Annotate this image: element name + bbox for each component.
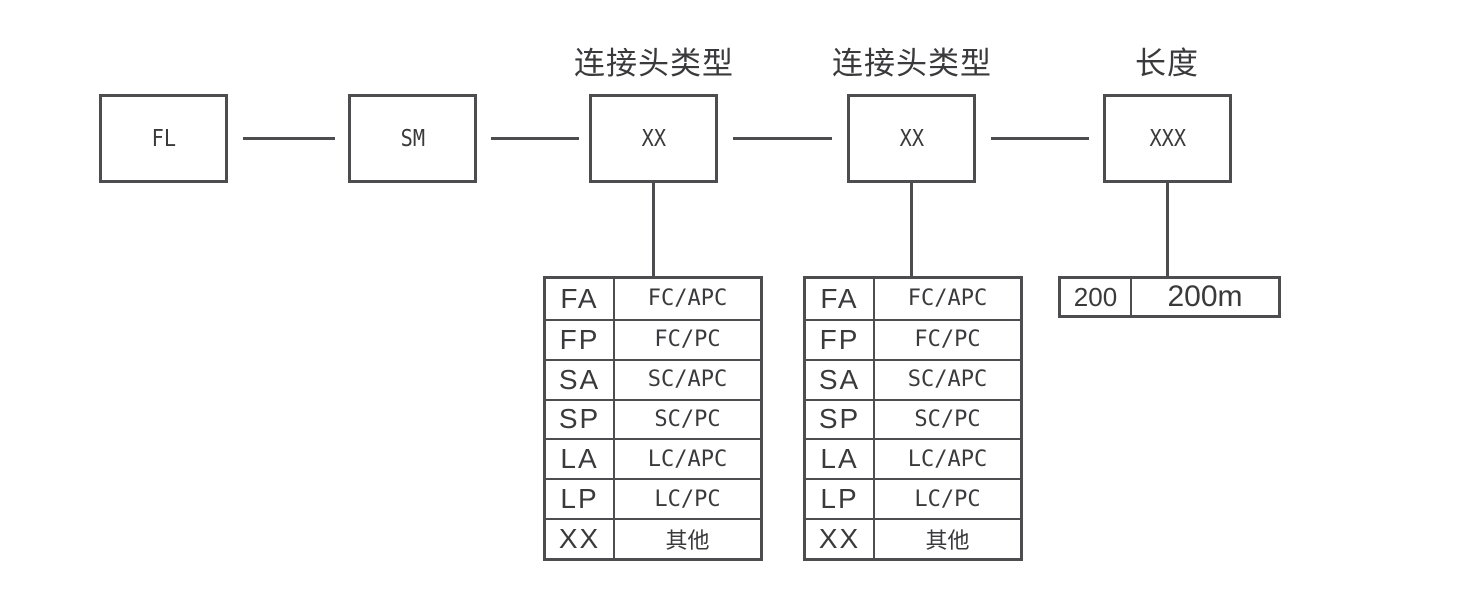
value-cell: LC/APC [907,446,988,472]
field-label-length: 长度 [1135,46,1199,81]
code-cell: SA [546,360,615,399]
table-row: SP SC/PC [806,398,1020,439]
code-cell: SP [806,400,875,439]
code-box-connector-2-label: XX [899,125,924,152]
table-row: SA SC/APC [546,358,760,399]
connector-type-table-1: FA FC/APC FP FC/PC SA SC/APC SP SC/PC LA LC/APC LP… [543,276,763,561]
value-cell: 其他 [665,529,710,555]
table-row: XX 其他 [546,518,760,558]
code-cell: LP [546,480,615,519]
code-box-connector-2: XX [847,94,976,183]
value-cell: 其他 [925,529,970,555]
code-box-fiber-mode: SM [348,94,477,183]
code-box-series: FL [99,94,228,183]
table-row: SP SC/PC [546,398,760,439]
connector-line-v-3 [1166,183,1169,277]
code-cell: FP [806,320,875,359]
table-row: LP LC/PC [806,478,1020,519]
value-cell: SC/APC [647,367,728,393]
connector-line-h-2 [491,137,579,140]
value-cell: SC/PC [914,406,981,432]
length-value-cell: 200m [1167,280,1243,313]
length-table: 200 200m [1058,276,1281,318]
code-box-connector-1: XX [589,94,718,183]
value-cell: FC/APC [907,286,988,312]
table-row: SA SC/APC [806,358,1020,399]
field-label-connector-type-2: 连接头类型 [832,46,992,81]
table-row: LA LC/APC [806,438,1020,479]
code-box-connector-1-label: XX [641,125,666,152]
value-cell: LC/PC [914,486,981,512]
connector-line-v-1 [652,183,655,277]
code-cell: LP [806,480,875,519]
length-code-cell: 200 [1061,279,1132,315]
value-cell: SC/APC [907,367,988,393]
code-cell: LA [546,440,615,479]
code-cell: FA [546,279,615,319]
value-cell: FC/PC [654,327,721,353]
field-label-connector-type-1: 连接头类型 [574,46,734,81]
table-row: FP FC/PC [806,318,1020,359]
code-cell: FP [546,320,615,359]
value-cell: LC/APC [647,446,728,472]
code-cell: SP [546,400,615,439]
connector-type-table-2: FA FC/APC FP FC/PC SA SC/APC SP SC/PC LA LC/APC LP… [803,276,1023,561]
code-box-series-label: FL [151,125,176,152]
table-row: FP FC/PC [546,318,760,359]
table-row: XX 其他 [806,518,1020,558]
code-box-fiber-mode-label: SM [400,125,425,152]
table-row: FA FC/APC [806,279,1020,319]
code-cell: FA [806,279,875,319]
value-cell: LC/PC [654,486,721,512]
code-cell: XX [806,520,875,558]
table-row: LA LC/APC [546,438,760,479]
table-row: LP LC/PC [546,478,760,519]
code-box-length-label: XXX [1149,125,1186,152]
value-cell: FC/PC [914,327,981,353]
code-cell: SA [806,360,875,399]
connector-line-h-1 [243,137,335,140]
connector-line-v-2 [910,183,913,277]
code-cell: XX [546,520,615,558]
code-cell: LA [806,440,875,479]
connector-line-h-3 [733,137,832,140]
code-box-length: XXX [1103,94,1232,183]
table-row: FA FC/APC [546,279,760,319]
value-cell: FC/APC [647,286,728,312]
connector-line-h-4 [991,137,1089,140]
value-cell: SC/PC [654,406,721,432]
